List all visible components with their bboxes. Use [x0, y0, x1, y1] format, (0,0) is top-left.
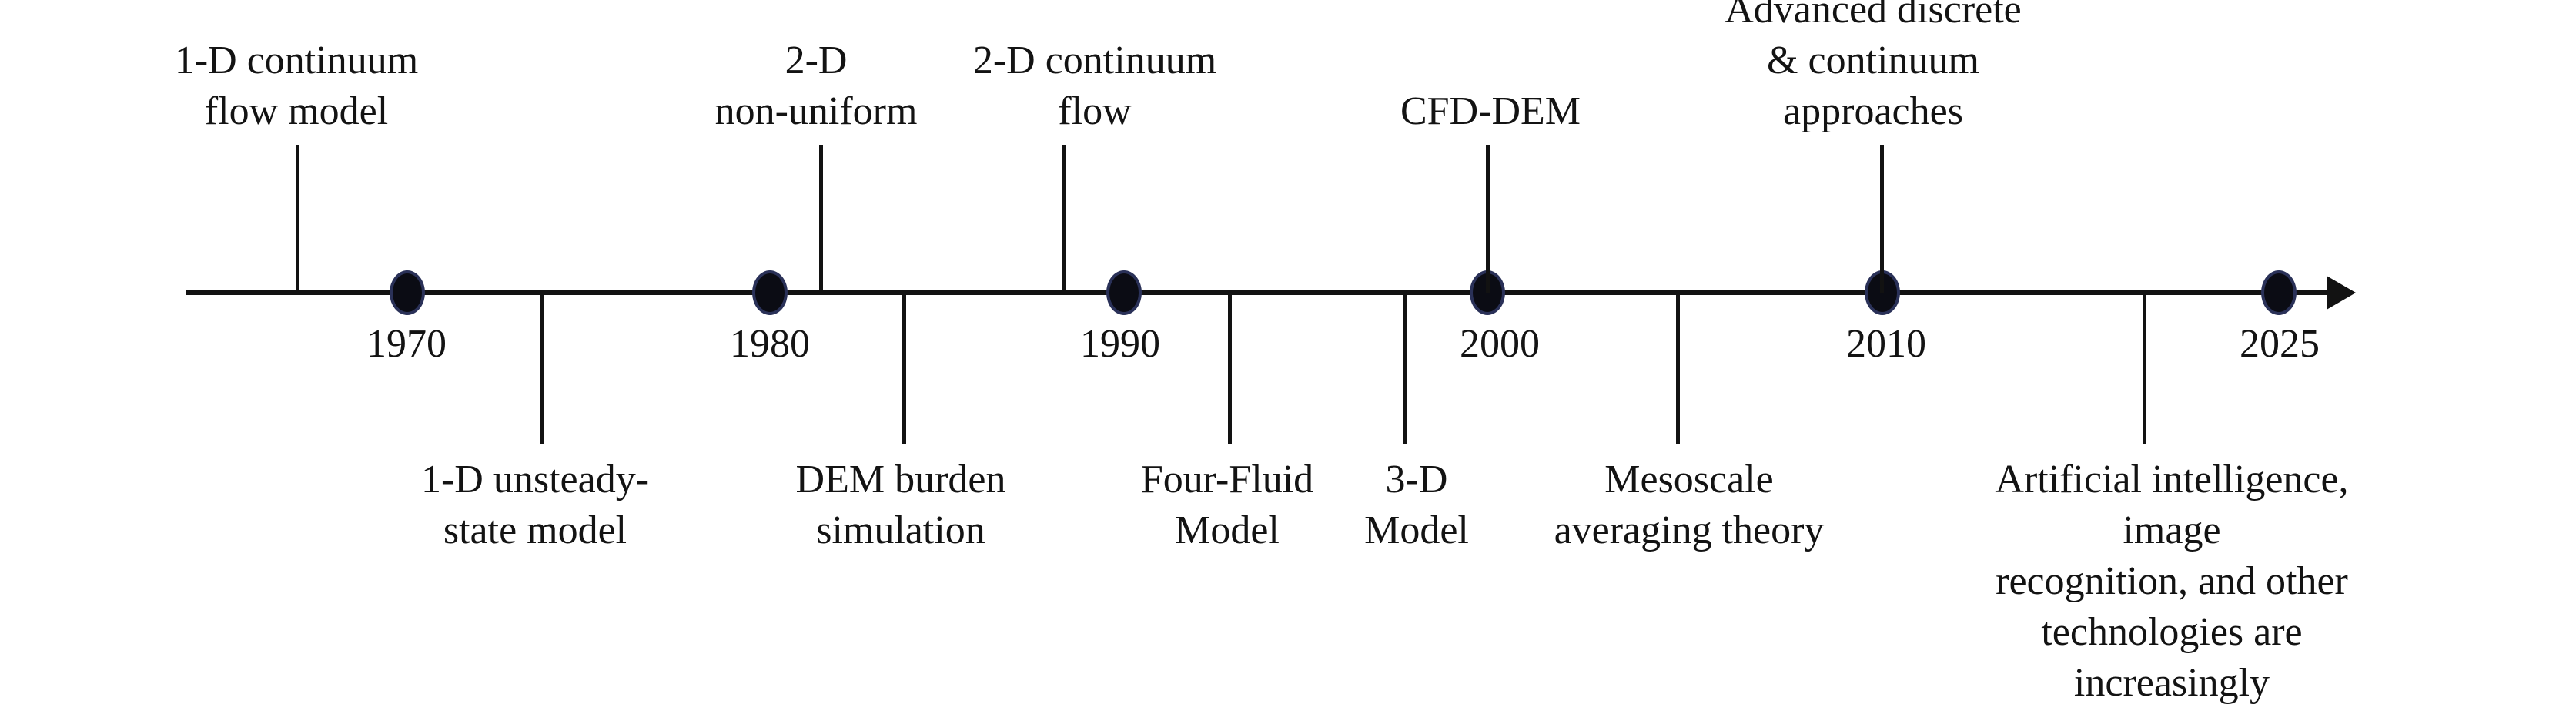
event-label-mesoscale: Mesoscale averaging theory: [1554, 458, 1825, 552]
event-tick-1d-unsteady: [540, 295, 544, 444]
event-tick-dem-burden: [902, 295, 906, 444]
year-label-2025: 2025: [2240, 322, 2320, 366]
event-tick-ai: [2143, 295, 2146, 444]
event-tick-mesoscale: [1676, 295, 1680, 444]
event-label-four-fluid: Four-Fluid Model: [1140, 458, 1314, 552]
event-label-2d-continuum: 2-D continuum flow: [972, 39, 1217, 133]
event-label-3d-model: 3-D Model: [1364, 458, 1469, 552]
event-label-1d-continuum: 1-D continuum flow model: [174, 39, 419, 133]
event-tick-3d-model: [1403, 295, 1407, 444]
event-tick-advanced: [1880, 145, 1884, 293]
arrow-right-icon: [2327, 276, 2356, 310]
timeline-axis: [186, 290, 2333, 295]
event-tick-cfd-dem: [1486, 145, 1490, 293]
timeline-dot-1980: [752, 270, 788, 315]
timeline-dot-2025: [2261, 270, 2297, 315]
event-label-2d-nonuniform: 2-D non-uniform: [714, 39, 918, 133]
event-tick-2d-continuum: [1062, 145, 1066, 293]
event-label-1d-unsteady: 1-D unsteady- state model: [420, 458, 650, 552]
year-label-1970: 1970: [366, 322, 447, 366]
event-tick-four-fluid: [1228, 295, 1232, 444]
year-label-1980: 1980: [730, 322, 810, 366]
year-label-1990: 1990: [1080, 322, 1160, 366]
event-label-ai: Artificial intelligence, image recogniti…: [1995, 458, 2349, 705]
timeline-dot-1990: [1106, 270, 1142, 315]
event-label-dem-burden: DEM burden simulation: [795, 458, 1006, 552]
year-label-2010: 2010: [1846, 322, 1926, 366]
timeline-dot-1970: [390, 270, 425, 315]
event-tick-1d-continuum: [296, 145, 299, 293]
year-label-2000: 2000: [1460, 322, 1540, 366]
event-label-advanced: Advanced discrete & continuum approaches: [1725, 0, 2022, 133]
event-tick-2d-nonuniform: [819, 145, 823, 293]
event-label-cfd-dem: CFD-DEM: [1400, 89, 1581, 133]
